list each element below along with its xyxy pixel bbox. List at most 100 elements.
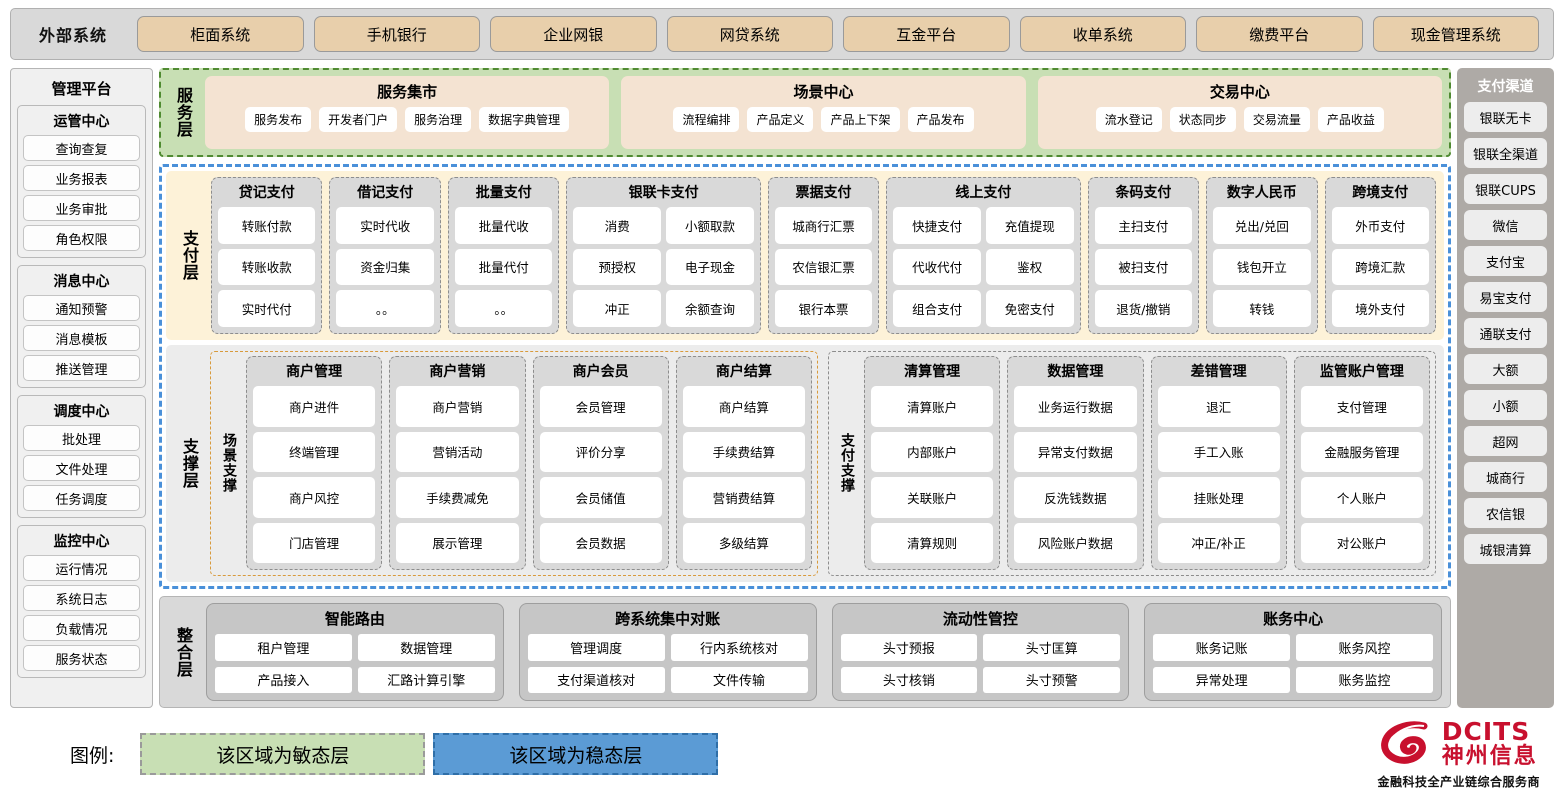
payment-item[interactable]: 。。 [454,290,553,327]
support-item[interactable]: 反洗钱数据 [1014,477,1137,518]
external-system-chip[interactable]: 手机银行 [313,16,480,52]
payment-channel-item[interactable]: 易宝支付 [1464,282,1547,312]
payment-item[interactable]: 兑出/兑回 [1213,207,1311,244]
support-item[interactable]: 展示管理 [396,522,519,563]
payment-item[interactable]: 电子现金 [666,248,754,286]
service-item[interactable]: 交易流量 [1243,107,1310,132]
support-item[interactable]: 个人账户 [1300,477,1423,518]
support-item[interactable]: 退汇 [1157,386,1280,427]
sidebar-item[interactable]: 通知预警 [23,295,140,321]
service-item[interactable]: 流水登记 [1095,107,1162,132]
support-item[interactable]: 会员数据 [539,522,662,563]
support-item[interactable]: 营销活动 [396,431,519,472]
support-item[interactable]: 风险账户数据 [1014,522,1137,563]
payment-channel-item[interactable]: 通联支付 [1464,318,1547,348]
service-item[interactable]: 产品上下架 [821,107,900,132]
service-item[interactable]: 产品发布 [907,107,974,132]
integration-item[interactable]: 头寸预报 [840,634,978,661]
support-item[interactable]: 挂账处理 [1157,477,1280,518]
support-item[interactable]: 手工入账 [1157,431,1280,472]
integration-item[interactable]: 数据管理 [357,634,495,661]
payment-item[interactable]: 快捷支付 [893,207,981,244]
support-item[interactable]: 对公账户 [1300,522,1423,563]
service-item[interactable]: 状态同步 [1169,107,1236,132]
sidebar-item[interactable]: 服务状态 [23,645,140,671]
payment-item[interactable]: 银行本票 [774,290,873,327]
payment-item[interactable]: 批量代收 [454,207,553,244]
sidebar-item[interactable]: 推送管理 [23,355,140,381]
service-item[interactable]: 服务治理 [405,107,472,132]
support-item[interactable]: 商户结算 [682,386,805,427]
support-item[interactable]: 终端管理 [253,431,376,472]
support-item[interactable]: 手续费结算 [682,431,805,472]
payment-channel-item[interactable]: 小额 [1464,390,1547,420]
support-item[interactable]: 业务运行数据 [1014,386,1137,427]
external-system-chip[interactable]: 互金平台 [843,16,1010,52]
payment-channel-item[interactable]: 超网 [1464,426,1547,456]
support-item[interactable]: 会员管理 [539,386,662,427]
sidebar-item[interactable]: 业务审批 [23,195,140,221]
payment-item[interactable]: 实时代收 [336,207,434,244]
external-system-chip[interactable]: 企业网银 [490,16,657,52]
sidebar-item[interactable]: 消息模板 [23,325,140,351]
payment-item[interactable]: 跨境汇款 [1331,248,1430,286]
sidebar-item[interactable]: 查询查复 [23,135,140,161]
integration-item[interactable]: 产品接入 [215,666,352,693]
payment-channel-item[interactable]: 银联无卡 [1464,102,1547,132]
sidebar-item[interactable]: 任务调度 [23,485,140,511]
sidebar-item[interactable]: 系统日志 [23,585,140,611]
integration-item[interactable]: 异常处理 [1153,666,1291,693]
support-item[interactable]: 商户进件 [253,386,376,427]
payment-item[interactable]: 外币支付 [1331,207,1430,244]
payment-item[interactable]: 组合支付 [893,290,981,327]
payment-item[interactable]: 主扫支付 [1094,207,1193,244]
service-item[interactable]: 流程编排 [673,107,740,132]
payment-item[interactable]: 农信银汇票 [774,248,873,286]
payment-item[interactable]: 充值提现 [985,207,1074,244]
payment-item[interactable]: 境外支付 [1331,290,1430,327]
payment-item[interactable]: 小额取款 [666,207,754,244]
service-item[interactable]: 数据字典管理 [479,107,570,132]
payment-channel-item[interactable]: 支付宝 [1464,246,1547,276]
payment-channel-item[interactable]: 银联全渠道 [1464,138,1547,168]
payment-item[interactable]: 退货/撤销 [1094,290,1193,327]
integration-item[interactable]: 头寸匡算 [983,634,1121,661]
support-item[interactable]: 异常支付数据 [1014,431,1137,472]
support-item[interactable]: 手续费减免 [396,477,519,518]
external-system-chip[interactable]: 柜面系统 [137,16,304,52]
external-system-chip[interactable]: 缴费平台 [1196,16,1363,52]
payment-item[interactable]: 批量代付 [454,248,553,286]
payment-item[interactable]: 余额查询 [666,290,754,327]
support-item[interactable]: 评价分享 [539,431,662,472]
support-item[interactable]: 营销费结算 [682,477,805,518]
support-item[interactable]: 金融服务管理 [1300,431,1423,472]
sidebar-item[interactable]: 文件处理 [23,455,140,481]
service-item[interactable]: 产品收益 [1317,107,1384,132]
payment-item[interactable]: 代收代付 [893,248,981,286]
support-item[interactable]: 支付管理 [1300,386,1423,427]
integration-item[interactable]: 租户管理 [215,634,352,661]
payment-channel-item[interactable]: 微信 [1464,210,1547,240]
payment-item[interactable]: 城商行汇票 [774,207,873,244]
support-item[interactable]: 门店管理 [253,522,376,563]
integration-item[interactable]: 账务风控 [1296,634,1433,661]
integration-item[interactable]: 账务记账 [1153,634,1291,661]
payment-channel-item[interactable]: 银联CUPS [1464,174,1547,204]
service-item[interactable]: 开发者门户 [319,107,398,132]
integration-item[interactable]: 账务监控 [1296,666,1433,693]
support-item[interactable]: 会员储值 [539,477,662,518]
integration-item[interactable]: 汇路计算引擎 [357,666,495,693]
external-system-chip[interactable]: 现金管理系统 [1372,16,1539,52]
payment-item[interactable]: 转钱 [1213,290,1311,327]
payment-item[interactable]: 。。 [336,290,434,327]
support-item[interactable]: 冲正/补正 [1157,522,1280,563]
support-item[interactable]: 清算账户 [871,386,994,427]
integration-item[interactable]: 头寸预警 [983,666,1121,693]
sidebar-item[interactable]: 运行情况 [23,555,140,581]
payment-item[interactable]: 免密支付 [985,290,1074,327]
external-system-chip[interactable]: 网贷系统 [666,16,833,52]
support-item[interactable]: 商户风控 [253,477,376,518]
support-item[interactable]: 关联账户 [871,477,994,518]
payment-item[interactable]: 预授权 [573,248,662,286]
sidebar-item[interactable]: 角色权限 [23,225,140,251]
